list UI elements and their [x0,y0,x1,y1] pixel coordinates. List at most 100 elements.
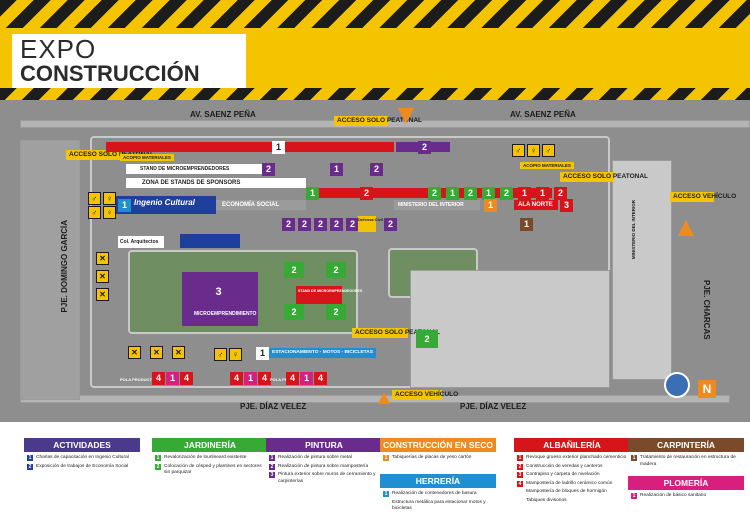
tools-icon: ✕ [172,346,185,359]
legend-chip: 1 [631,493,637,499]
ingenio-cultural-box [116,196,216,214]
left-sidewalk [20,140,80,400]
legend-chip: 3 [269,472,275,478]
tools-icon: ✕ [128,346,141,359]
legend-chip: 3 [517,472,523,478]
marker-4: 4 [152,372,165,385]
ministerio-vertical-label: MINISTERIO DEL INTERIOR [631,200,636,260]
restroom-icon: ♀ [103,192,116,205]
legend-text: Revoque grueso exterior planchado cement… [526,455,627,460]
marker-4: 4 [230,372,243,385]
legend-chip [517,489,523,495]
legend-item: Mampostería de bloques de hormigón [517,489,627,496]
legend-text: Colocación de césped y plantines en sect… [164,463,262,476]
ala-norte-label: ALA NORTE [518,202,553,208]
microemprendimiento-box [182,272,258,326]
access-pedestrian-center: ACCESO SOLO PEATONAL [352,328,440,338]
parking-strip [256,348,376,358]
restroom-icon: ♂ [512,144,525,157]
access-pedestrian-right: ACCESO SOLO PEATONAL [560,172,648,182]
street-diaz-velez-left: PJE. DÍAZ VELEZ [240,402,307,411]
tools-icon: ✕ [96,252,109,265]
marker-2: 2 [298,218,311,231]
legend-text: Realización de pintura sobre metal [278,455,352,460]
sponsor-banner [180,234,240,248]
legend-text: Realización de básico sanitario [640,493,707,498]
marker-2: 2 [464,187,477,200]
logo-line-1: EXPO [20,34,97,64]
tools-icon: ✕ [96,288,109,301]
microemprendimiento-label: MICROEMPRENDIMIENTO [194,311,257,317]
restroom-icon: ♂ [214,348,227,361]
legend-text: Realización de pintura sobre mampostería [278,463,369,469]
access-pedestrian-top: ACCESO SOLO PEATONAL [334,116,422,126]
marker-1: 1 [446,187,459,200]
access-pedestrian-left: ACCESO SOLO PEATONAL [66,150,154,160]
acopio-left: ACOPIO MATERIALES [120,154,174,161]
marker-2: 2 [262,163,275,176]
legend-text: Revalorización de lourlineard existente [164,455,247,460]
pola-productos-label-1: POLA PRODUCTOS [120,377,158,382]
legend-chip: 1 [383,491,389,497]
defensa-civil-label: Defensa Civil [358,217,384,222]
marker-1: 1 [166,372,179,385]
marker-1: 1 [484,199,497,212]
legend-title: PLOMERÍA [628,476,744,490]
building-ministerio [612,160,672,380]
legend-chip: 1 [27,455,33,461]
sponsor-strip [126,178,306,188]
north-indicator: N [698,380,716,398]
restroom-icon: ♀ [103,206,116,219]
marker-2: 2 [360,187,373,200]
marker-2: 2 [282,218,295,231]
legend-text: Pintura exterior sobre muros de cerramie… [278,472,376,484]
restroom-icon: ♂ [88,206,101,219]
marker-4: 4 [286,372,299,385]
hazard-stripe-bottom [0,88,750,100]
legend-title: HERRERÍA [380,474,496,488]
micro-stand-strip [126,164,272,174]
masonry-strip-top [106,142,394,152]
marker-1: 1 [272,141,285,154]
parking-label: ESTACIONAMIENTO - MOTOS - BICICLETAS [272,350,373,355]
micro-stand-box [296,286,342,304]
legend-chip: 1 [517,455,523,461]
access-vehicle-bottom: ACCESO VEHÍCULO [392,390,458,400]
legend-title: JARDINERÍA [152,438,268,452]
legend-chip: 2 [155,463,161,470]
marker-2: 2 [500,187,513,200]
marker-1: 1 [520,218,533,231]
legend-title: CONSTRUCCIÓN EN SECO [380,438,496,452]
legend-text: Charlas de capacitación en Ingenio Cultu… [36,455,129,460]
legend-chip: 2 [27,463,33,470]
restroom-icon: ♀ [229,348,242,361]
street-charcas: PJE. CHARCAS [702,280,711,340]
legend-text: Tabiques divisorios [526,497,567,503]
legend-chip [383,500,389,506]
marker-2: 2 [554,187,567,200]
legend-chip: 1 [155,455,161,461]
restroom-icon: ♂ [88,192,101,205]
tools-icon: ✕ [150,346,163,359]
